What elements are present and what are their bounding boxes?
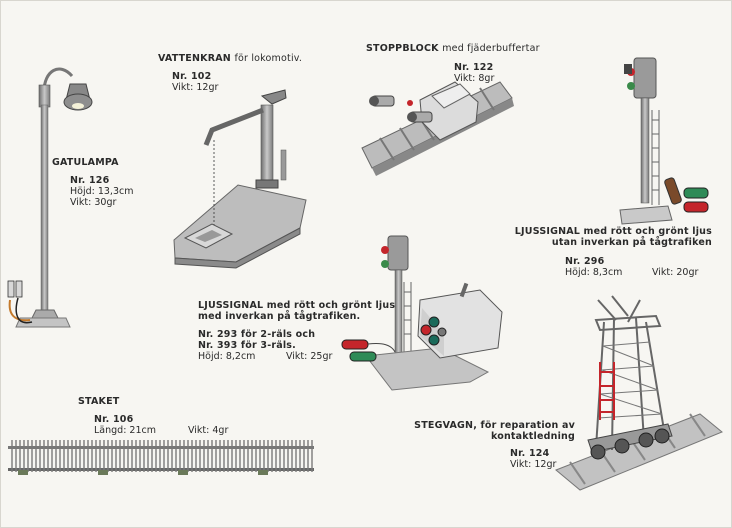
vattenkran-nr: Nr. 102: [172, 71, 212, 82]
stegvagn-nr: Nr. 124: [510, 448, 550, 459]
gatulampa-nr: Nr. 126: [70, 175, 110, 186]
ljussignal-293-title-1: LJUSSIGNAL med rött och grönt ljus: [198, 300, 396, 311]
stoppblock-weight: Vikt: 8gr: [454, 73, 495, 84]
vattenkran-title-rest: för lokomotiv.: [234, 53, 303, 64]
vattenkran-title: VATTENKRAN: [158, 53, 231, 64]
ljussignal-296-nr: Nr. 296: [565, 256, 605, 267]
ljussignal-293-height: Höjd: 8,2cm: [198, 351, 256, 362]
stegvagn-weight: Vikt: 12gr: [510, 459, 557, 470]
vattenkran-weight: Vikt: 12gr: [172, 82, 219, 93]
stegvagn-title-2: kontaktledning: [490, 431, 575, 442]
ljussignal-296-weight: Vikt: 20gr: [652, 267, 699, 278]
ljussignal-293-title-2: med inverkan på tågtrafiken.: [198, 311, 361, 322]
gatulampa-title: GATULAMPA: [52, 157, 119, 168]
ljussignal-293-nr-2: Nr. 393 för 3-räls.: [198, 340, 296, 351]
ljussignal-293-weight: Vikt: 25gr: [286, 351, 333, 362]
stoppblock-nr: Nr. 122: [454, 62, 494, 73]
gatulampa-weight: Vikt: 30gr: [70, 197, 117, 208]
stoppblock-title: STOPPBLOCK: [366, 43, 439, 54]
stegvagn-title-1: STEGVAGN, för reparation av: [414, 420, 575, 431]
stoppblock-title-rest: med fjäderbuffertar: [442, 43, 540, 54]
ljussignal-296-title-1: LJUSSIGNAL med rött och grönt ljus: [514, 226, 712, 237]
staket-length: Längd: 21cm: [94, 425, 156, 436]
vattenkran-heading: VATTENKRAN för lokomotiv.: [158, 53, 302, 65]
staket-title: STAKET: [78, 396, 120, 407]
staket-nr: Nr. 106: [94, 414, 134, 425]
ljussignal-296-title-2: utan inverkan på tågtrafiken: [551, 237, 712, 248]
ljussignal-296-height: Höjd: 8,3cm: [565, 267, 623, 278]
stoppblock-heading: STOPPBLOCK med fjäderbuffertar: [366, 43, 540, 55]
gatulampa-height: Höjd: 13,3cm: [70, 186, 134, 197]
ljussignal-293-nr-1: Nr. 293 för 2-räls och: [198, 329, 316, 340]
staket-weight: Vikt: 4gr: [188, 425, 229, 436]
